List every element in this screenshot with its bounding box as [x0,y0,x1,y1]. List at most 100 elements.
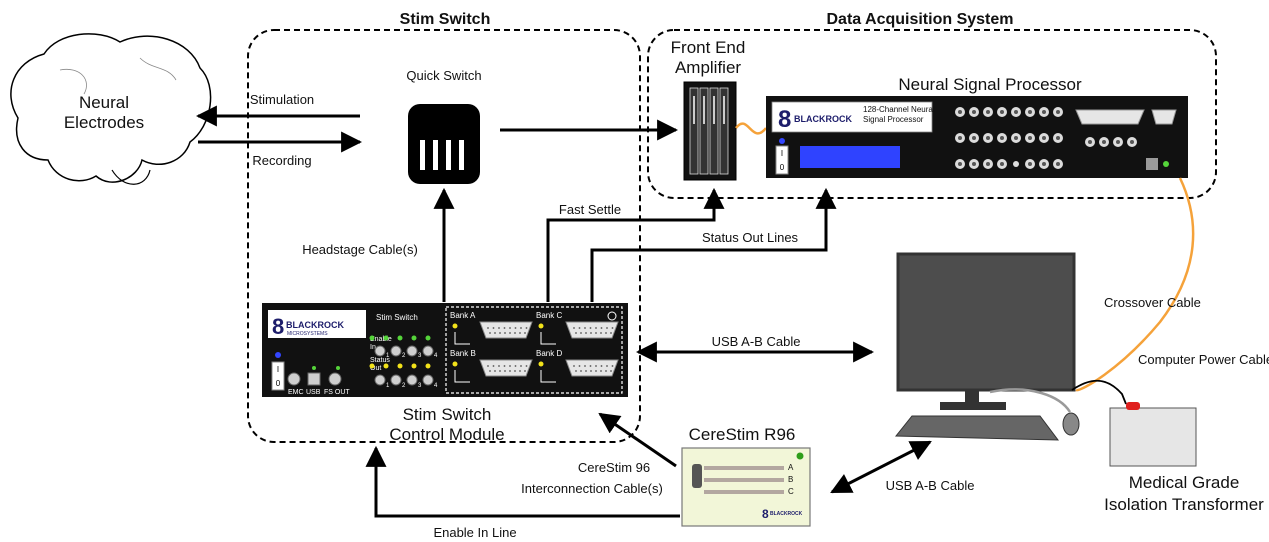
status-jack [406,374,418,386]
port-number: 4 [434,353,438,359]
nsp-logo-text: BLACKROCK [794,114,852,124]
nsp-jack [955,133,965,143]
computer-power-cable [1071,379,1127,405]
nsp-device: 8 BLACKROCK 128-Channel Neural Signal Pr… [766,96,1188,178]
enable-led [425,335,431,341]
status-led [425,363,431,369]
enable-led [397,335,403,341]
stim-switch-region [247,29,641,443]
computer-power-cable-label: Computer Power Cable [1138,352,1269,367]
enable-led [411,335,417,341]
port-number: 3 [418,353,422,359]
front-end-amplifier-label-2: Amplifier [675,58,741,77]
module-port-emc: EMC [288,389,304,396]
enable-in-line-label: Enable In Line [433,525,516,540]
headstage-cable-label: Headstage Cable(s) [302,242,418,257]
module-logo-sub: MICROSYSTEMS [287,331,328,337]
cerestim-row-c: C [788,487,794,496]
status-led [411,363,417,369]
nsp-lcd [800,146,900,168]
crossover-cable [1075,177,1195,392]
nsp-label: Neural Signal Processor [898,75,1082,94]
nsp-power-on: I [781,149,783,158]
transformer-label: Medical Grade [1129,473,1240,492]
module-port-usb: USB [306,389,321,396]
module-enable-label: Enable [370,336,392,343]
computer-monitor-icon [896,252,1076,410]
brain-icon [10,33,212,185]
port-number: 1 [386,353,390,359]
neural-electrodes-label: Neural [79,93,129,112]
stim-switch-control-module: 8 BLACKROCK MICROSYSTEMS Stim Switch Ena… [262,303,628,397]
usb-cable-2-label: USB A-B Cable [886,478,975,493]
nsp-jack [969,107,979,117]
nsp-jack [955,159,965,169]
nsp-jack-small [1013,161,1019,167]
bank-label: Bank A [450,311,476,320]
nsp-jack [997,159,1007,169]
status-jack [390,374,402,386]
interconnection-cable-arrow [598,412,677,468]
recording-label: Recording [252,153,311,168]
module-power-off: 0 [276,379,281,388]
transformer-label-2: Isolation Transformer [1104,495,1264,514]
nsp-logo-mark: 8 [778,106,791,133]
module-logo-text: BLACKROCK [286,320,344,330]
nsp-jack [1053,159,1063,169]
nsp-jack [969,159,979,169]
bank-label: Bank B [450,349,476,358]
nsp-power-off: 0 [780,163,785,172]
bank-label: Bank D [536,349,562,358]
nsp-jack [1011,133,1021,143]
status-jack [422,374,434,386]
cerestim-row-b: B [788,475,793,484]
stim-switch-header: Stim Switch [400,11,491,28]
front-end-amplifier-label: Front End [671,38,746,57]
module-port-fsout: FS OUT [324,389,350,396]
nsp-jack [1039,107,1049,117]
enable-jack [406,345,418,357]
bank-connector: Bank C [536,311,619,345]
port-number: 1 [386,383,390,389]
daq-region [647,29,1217,199]
bank-connector: Bank A [450,311,533,345]
cerestim-row-a: A [788,463,794,472]
module-enable-label-2: In [370,344,376,351]
nsp-jack [983,133,993,143]
mouse-cable [989,388,1072,413]
module-panel-title: Stim Switch [376,313,418,322]
usb-cable-1-label: USB A-B Cable [712,334,801,349]
nsp-panel-title: 128-Channel Neural [863,105,935,114]
status-out-label: Status Out Lines [702,230,799,245]
port-number: 2 [402,383,406,389]
nsp-jack [969,133,979,143]
isolation-transformer-device [1109,402,1197,467]
nsp-jack [1113,137,1123,147]
port-number: 4 [434,383,438,389]
nsp-jack [1011,107,1021,117]
bank-connector: Bank D [536,349,619,383]
nsp-jack [1053,107,1063,117]
nsp-jack [1085,137,1095,147]
keyboard-icon [894,415,1060,441]
status-jack [374,374,386,386]
bank-connector: Bank B [450,349,533,383]
nsp-jack [1025,159,1035,169]
nsp-jack [1127,137,1137,147]
cerestim-label: CereStim R96 [689,425,796,444]
nsp-jack [955,107,965,117]
module-status-label-2: Out [370,365,381,372]
interconnection-label-2: Interconnection Cable(s) [521,481,663,496]
interconnection-label: CereStim 96 [578,460,650,475]
port-number: 3 [418,383,422,389]
mouse-icon [1062,412,1080,436]
enable-in-line [365,445,680,518]
enable-jack [422,345,434,357]
amp-to-nsp-cable [735,122,767,135]
nsp-jack [1025,133,1035,143]
status-led [397,363,403,369]
nsp-jack [983,159,993,169]
module-status-label: Status [370,357,390,364]
enable-led [369,335,375,341]
